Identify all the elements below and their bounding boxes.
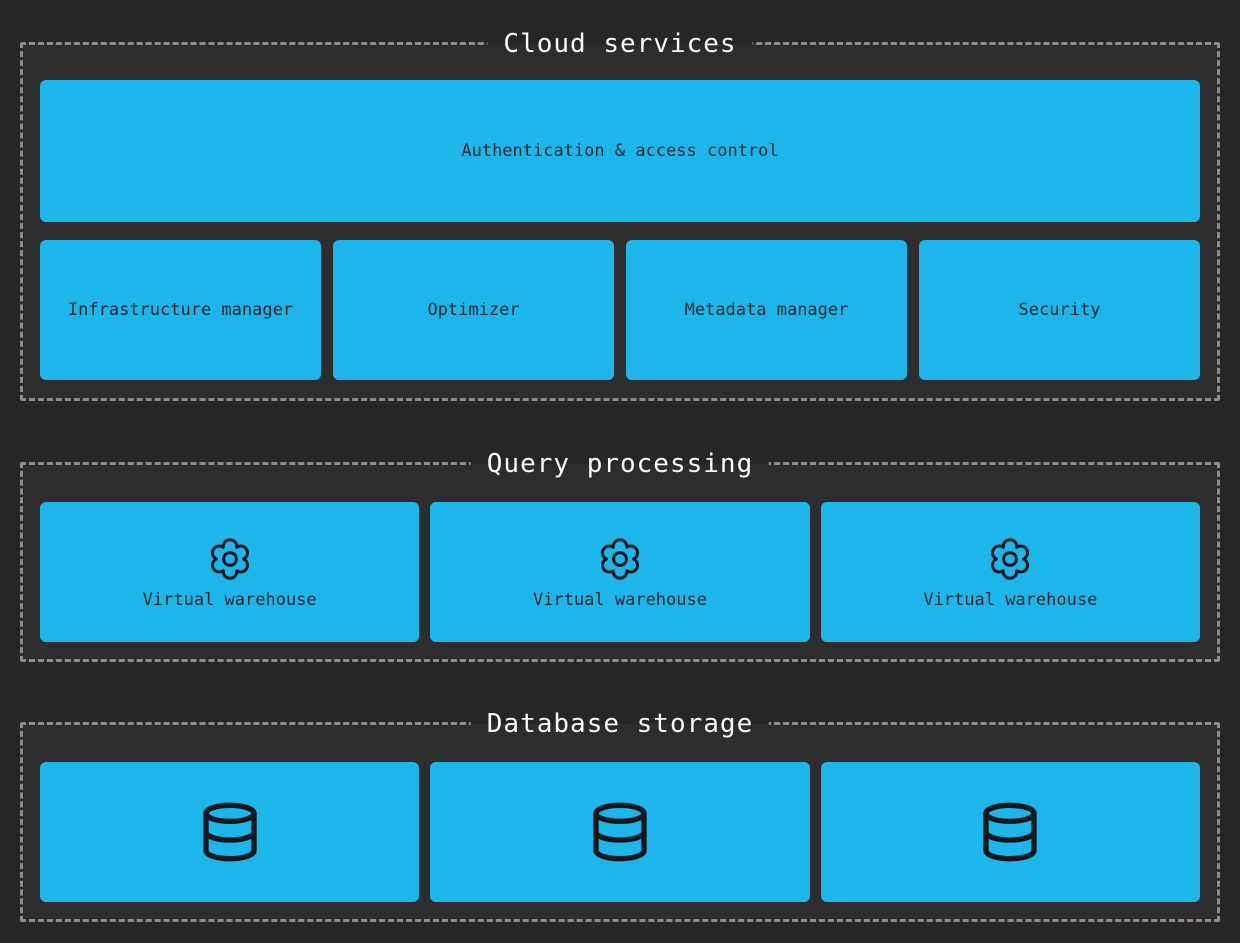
- infrastructure-manager-box: Infrastructure manager: [40, 240, 321, 380]
- gear-icon: [206, 535, 254, 583]
- database-icon: [198, 800, 262, 864]
- section-cloud-services: Cloud services Authentication & access c…: [20, 24, 1220, 401]
- section-database-storage: Database storage: [20, 704, 1220, 922]
- section-title-query-processing: Query processing: [470, 444, 770, 484]
- database-icon: [978, 800, 1042, 864]
- database-box: [40, 762, 420, 902]
- database-box: [430, 762, 810, 902]
- optimizer-label: Optimizer: [427, 300, 520, 320]
- gear-icon: [986, 535, 1034, 583]
- database-box: [820, 762, 1200, 902]
- virtual-warehouse-label: Virtual warehouse: [923, 589, 1098, 610]
- infrastructure-manager-label: Infrastructure manager: [67, 300, 294, 320]
- virtual-warehouse-box: Virtual warehouse: [40, 502, 420, 642]
- section-title-database-storage: Database storage: [470, 704, 770, 744]
- optimizer-box: Optimizer: [333, 240, 614, 380]
- virtual-warehouse-label: Virtual warehouse: [532, 589, 707, 610]
- auth-access-control-label: Authentication & access control: [461, 141, 779, 161]
- section-title-cloud-services: Cloud services: [487, 24, 753, 64]
- database-icon: [588, 800, 652, 864]
- metadata-manager-box: Metadata manager: [626, 240, 907, 380]
- virtual-warehouse-box: Virtual warehouse: [430, 502, 810, 642]
- section-query-processing: Query processing Virtual warehouse: [20, 444, 1220, 662]
- virtual-warehouse-label: Virtual warehouse: [142, 589, 317, 610]
- query-processing-row: Virtual warehouse Virtual warehouse: [40, 502, 1200, 642]
- security-label: Security: [1018, 300, 1101, 320]
- virtual-warehouse-box: Virtual warehouse: [820, 502, 1200, 642]
- gear-icon: [596, 535, 644, 583]
- security-box: Security: [919, 240, 1200, 380]
- cloud-services-row: Infrastructure manager Optimizer Metadat…: [40, 240, 1200, 380]
- database-storage-row: [40, 762, 1200, 902]
- metadata-manager-label: Metadata manager: [684, 300, 849, 320]
- auth-access-control-box: Authentication & access control: [40, 80, 1200, 222]
